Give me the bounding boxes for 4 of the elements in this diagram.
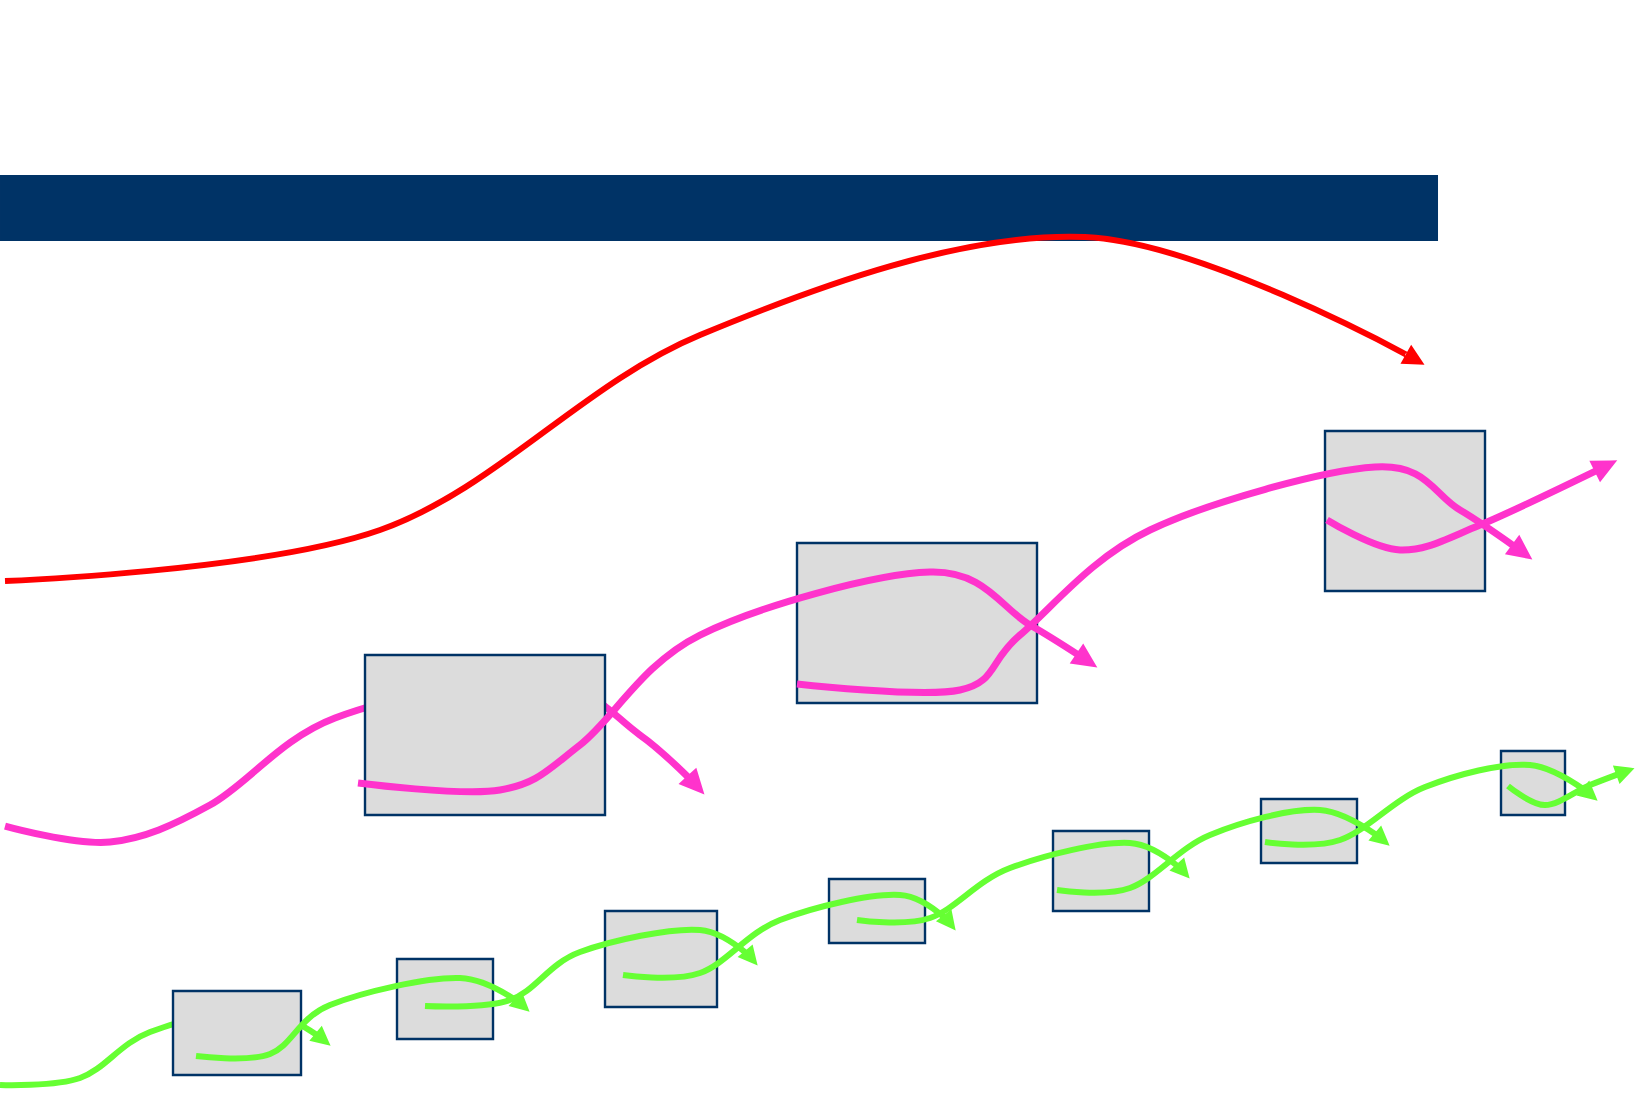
box: [363, 653, 607, 817]
box: [171, 989, 303, 1077]
box: [1323, 429, 1487, 593]
box: [795, 541, 1039, 705]
